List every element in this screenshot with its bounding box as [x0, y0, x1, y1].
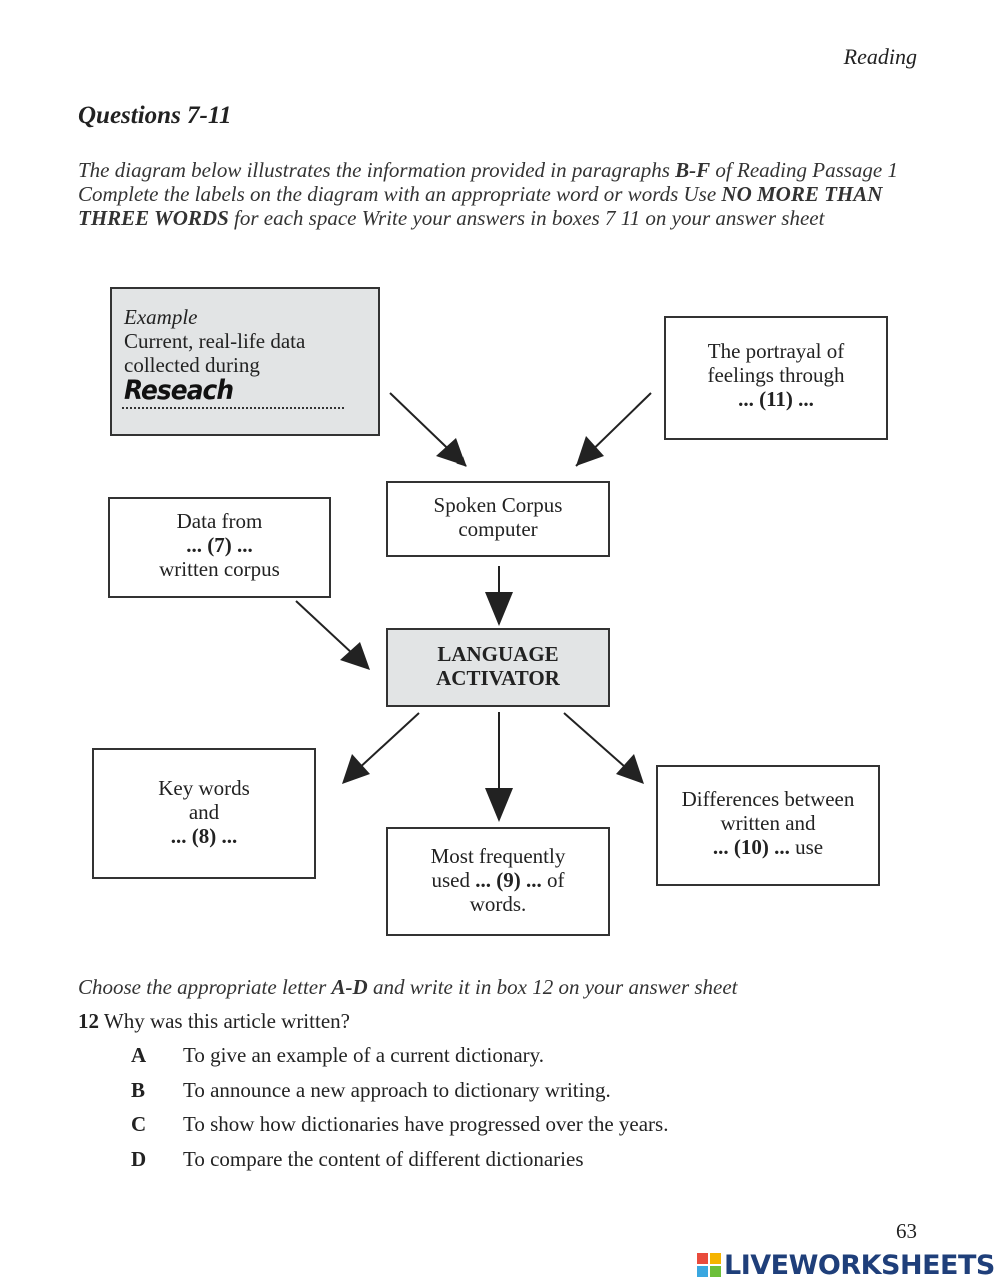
logo-square-3	[697, 1266, 708, 1277]
logo-square-4	[710, 1266, 721, 1277]
questions-title: Questions 7-11	[78, 102, 232, 129]
arrowhead-2	[576, 436, 604, 466]
option-letter: D	[131, 1147, 147, 1171]
differences-line-3: ... (10) ... use	[658, 835, 878, 859]
logo-text: LIVEWORKSHEETS	[724, 1249, 995, 1281]
data-from-box: Data from ... (7) ... written corpus	[108, 497, 331, 598]
differences-line-2: written and	[720, 811, 816, 835]
option-c: C To show how dictionaries have progresse…	[131, 1112, 668, 1137]
option-letter: B	[131, 1078, 146, 1102]
example-label: Example	[124, 305, 198, 329]
question-12: 12 Why was this article written?	[78, 1009, 350, 1034]
option-letter: C	[131, 1112, 147, 1136]
key-words-box: Key words and ... (8) ...	[92, 748, 316, 879]
example-line-1: Current, real-life data	[124, 329, 306, 353]
blank-10: ... (10) ...	[712, 835, 790, 859]
blank-11: ... (11) ...	[738, 387, 814, 411]
most-frequently-box: Most frequently used ... (9) ... of word…	[386, 827, 610, 936]
frequent-line-1: Most frequently	[430, 844, 566, 868]
data-from-line-3: written corpus	[159, 557, 280, 581]
data-from-line-1: Data from	[176, 509, 263, 533]
key-words-line-1: Key words	[158, 776, 250, 800]
arrowhead-6	[485, 788, 513, 822]
activator-line-1: LANGUAGE	[437, 642, 559, 666]
logo-square-2	[710, 1253, 721, 1264]
arrowhead-4	[340, 642, 370, 670]
instruction-bold-2: NO MORE THAN THREE WORDS	[78, 182, 883, 230]
example-line-2: collected during	[124, 353, 260, 377]
spoken-corpus-box: Spoken Corpus computer	[386, 481, 610, 557]
blank-7: ... (7) ...	[186, 533, 253, 557]
choose-text-bold: A-D	[331, 975, 368, 999]
liveworksheets-logo[interactable]: LIVEWORKSHEETS	[697, 1249, 995, 1281]
question-12-instruction: Choose the appropriate letter A-D and wr…	[78, 975, 738, 1000]
logo-square-1	[697, 1253, 708, 1264]
language-activator-box: LANGUAGE ACTIVATOR	[386, 628, 610, 707]
instruction-bold-1: B-F	[675, 158, 711, 182]
arrowhead-1	[436, 438, 466, 466]
spoken-line-2: computer	[458, 517, 538, 541]
blank-8: ... (8) ...	[170, 824, 238, 848]
portrayal-line-2: feelings through	[707, 363, 845, 387]
option-text: To announce a new approach to dictionary…	[183, 1078, 611, 1102]
instructions: The diagram below illustrates the inform…	[78, 158, 908, 230]
choose-text-post: and write it in box 12 on your answer sh…	[367, 975, 738, 999]
frequent-line-2: used ... (9) ... of	[388, 868, 608, 892]
instruction-text-1: The diagram below illustrates the inform…	[78, 158, 676, 182]
logo-grid-icon	[697, 1253, 721, 1277]
spoken-line-1: Spoken Corpus	[433, 493, 563, 517]
portrayal-box: The portrayal of feelings through ... (1…	[664, 316, 888, 440]
arrowhead-5	[342, 754, 370, 784]
example-dotted-line	[122, 407, 344, 409]
arrowhead-7	[616, 754, 644, 784]
activator-line-2: ACTIVATOR	[436, 666, 560, 690]
frequent-line-3: words.	[469, 892, 527, 916]
arrowhead-3	[485, 592, 513, 626]
option-d: D To compare the content of different dic…	[131, 1147, 584, 1172]
differences-box: Differences between written and ... (10)…	[656, 765, 880, 886]
key-words-line-2: and	[188, 800, 220, 824]
blank-9: ... (9) ...	[475, 868, 542, 892]
instruction-text-2: of Reading Passage 1 Complete the labels…	[78, 158, 898, 206]
instruction-text-3: for each space Write your answers in box…	[228, 206, 825, 230]
example-answer: Reseach	[124, 375, 234, 406]
section-header: Reading	[843, 44, 917, 69]
option-text: To give an example of a current dictiona…	[183, 1043, 545, 1067]
option-letter: A	[131, 1043, 147, 1067]
option-b: B To announce a new approach to dictionar…	[131, 1078, 611, 1103]
frequent-line-2-pre: used	[431, 868, 476, 892]
question-number: 12	[78, 1009, 99, 1033]
differences-line-3-post: use	[789, 835, 824, 859]
option-text: To compare the content of different dict…	[183, 1147, 584, 1171]
page-number: 63	[896, 1219, 917, 1243]
differences-line-1: Differences between	[681, 787, 855, 811]
option-a: A To give an example of a current diction…	[131, 1043, 544, 1068]
example-box: Example Current, real-life data collecte…	[110, 287, 380, 436]
frequent-line-2-post: of	[541, 868, 565, 892]
option-text: To show how dictionaries have progressed…	[183, 1112, 669, 1136]
choose-text-pre: Choose the appropriate letter	[78, 975, 332, 999]
portrayal-line-1: The portrayal of	[707, 339, 845, 363]
question-text: Why was this article written?	[99, 1009, 350, 1033]
